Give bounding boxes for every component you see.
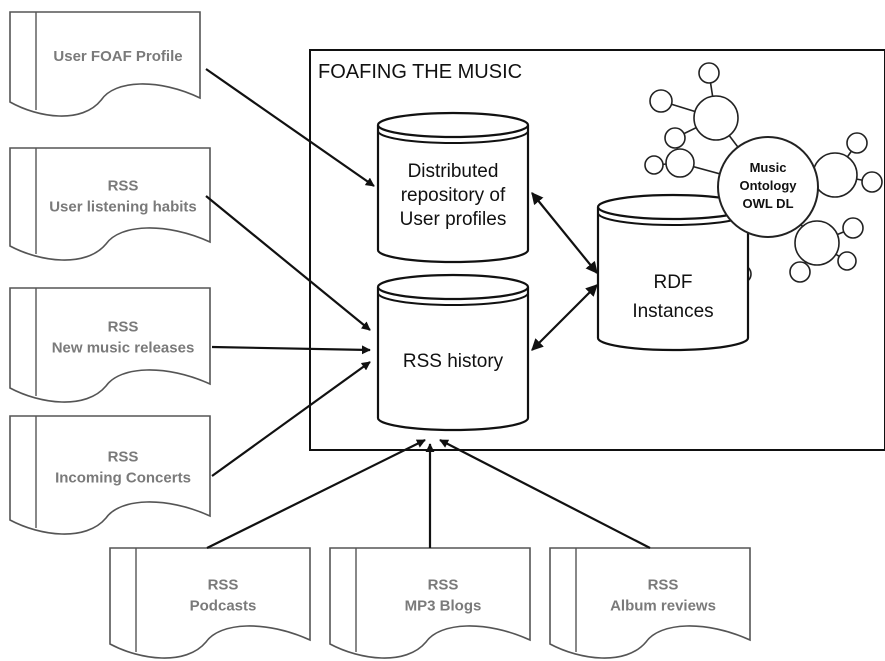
ontology-leaf-node (789, 261, 811, 283)
listening-habits-document: RSS User listening habits (9, 147, 211, 261)
profiles-repository-line-2: repository of (401, 185, 506, 206)
ontology-hub-node (665, 148, 695, 178)
concerts-document-line-1: RSS (108, 449, 139, 466)
arrow-concerts-to-rss (211, 361, 371, 477)
arrow-podcasts-to-rss (206, 439, 426, 549)
concerts-document: RSS Incoming Concerts (9, 415, 211, 535)
system-title: FOAFING THE MUSIC (318, 61, 522, 83)
ontology-hub-node (794, 220, 840, 266)
concerts-document-line-2: Incoming Concerts (55, 470, 191, 487)
mp3-blogs-document-line-2: MP3 Blogs (405, 598, 482, 615)
arrow-rss-rdf (531, 284, 598, 351)
system-boundary (309, 49, 885, 451)
profiles-repository-line-1: Distributed (408, 161, 499, 182)
ontology-line-1: Music (750, 160, 787, 175)
new-releases-document: RSS New music releases (9, 287, 211, 403)
ontology-leaf-node (861, 171, 883, 193)
podcasts-document-line-2: Podcasts (190, 598, 257, 615)
rdf-instances-repository: RDF Instances (596, 193, 750, 352)
album-reviews-document: RSS Album reviews (549, 547, 751, 659)
ontology-leaf-node (842, 217, 864, 239)
podcasts-document-line-1: RSS (208, 577, 239, 594)
ontology-leaf-node (644, 155, 664, 175)
podcasts-document: RSS Podcasts (109, 547, 311, 659)
foaf-profile-document: User FOAF Profile (9, 11, 201, 117)
ontology-leaf-node (649, 89, 673, 113)
ontology-hub-node (812, 152, 858, 198)
arrow-releases-to-rss (211, 345, 371, 355)
foaf-profile-document-line-1: User FOAF Profile (53, 48, 182, 65)
rdf-instances-line-2: Instances (632, 301, 713, 322)
ontology-leaf-node (698, 62, 720, 84)
arrow-foaf-to-profiles (205, 68, 375, 187)
music-ontology: Music Ontology OWL DL (717, 136, 819, 238)
ontology-leaf-node (846, 132, 868, 154)
ontology-line-2: Ontology (739, 178, 797, 193)
profiles-repository: Distributed repository of User profiles (376, 111, 530, 264)
ontology-line-3: OWL DL (742, 196, 793, 211)
new-releases-document-line-1: RSS (108, 319, 139, 336)
new-releases-document-line-2: New music releases (52, 340, 195, 357)
ontology-leaf-node (837, 251, 857, 271)
arrow-reviews-to-rss (439, 439, 651, 549)
arrow-profiles-rdf (531, 192, 598, 274)
listening-habits-document-line-1: RSS (108, 178, 139, 195)
ontology-hub-node (693, 95, 739, 141)
rdf-instances-line-1: RDF (653, 272, 692, 293)
rss-history-repository: RSS history (376, 273, 530, 432)
mp3-blogs-document: RSS MP3 Blogs (329, 547, 531, 659)
profiles-repository-line-3: User profiles (400, 209, 507, 230)
arrow-habits-to-rss (205, 195, 371, 331)
album-reviews-document-line-2: Album reviews (610, 598, 716, 615)
ontology-leaf-node (664, 127, 686, 149)
rss-history-label: RSS history (403, 351, 504, 372)
album-reviews-document-line-1: RSS (648, 577, 679, 594)
mp3-blogs-document-line-1: RSS (428, 577, 459, 594)
listening-habits-document-line-2: User listening habits (49, 199, 197, 216)
